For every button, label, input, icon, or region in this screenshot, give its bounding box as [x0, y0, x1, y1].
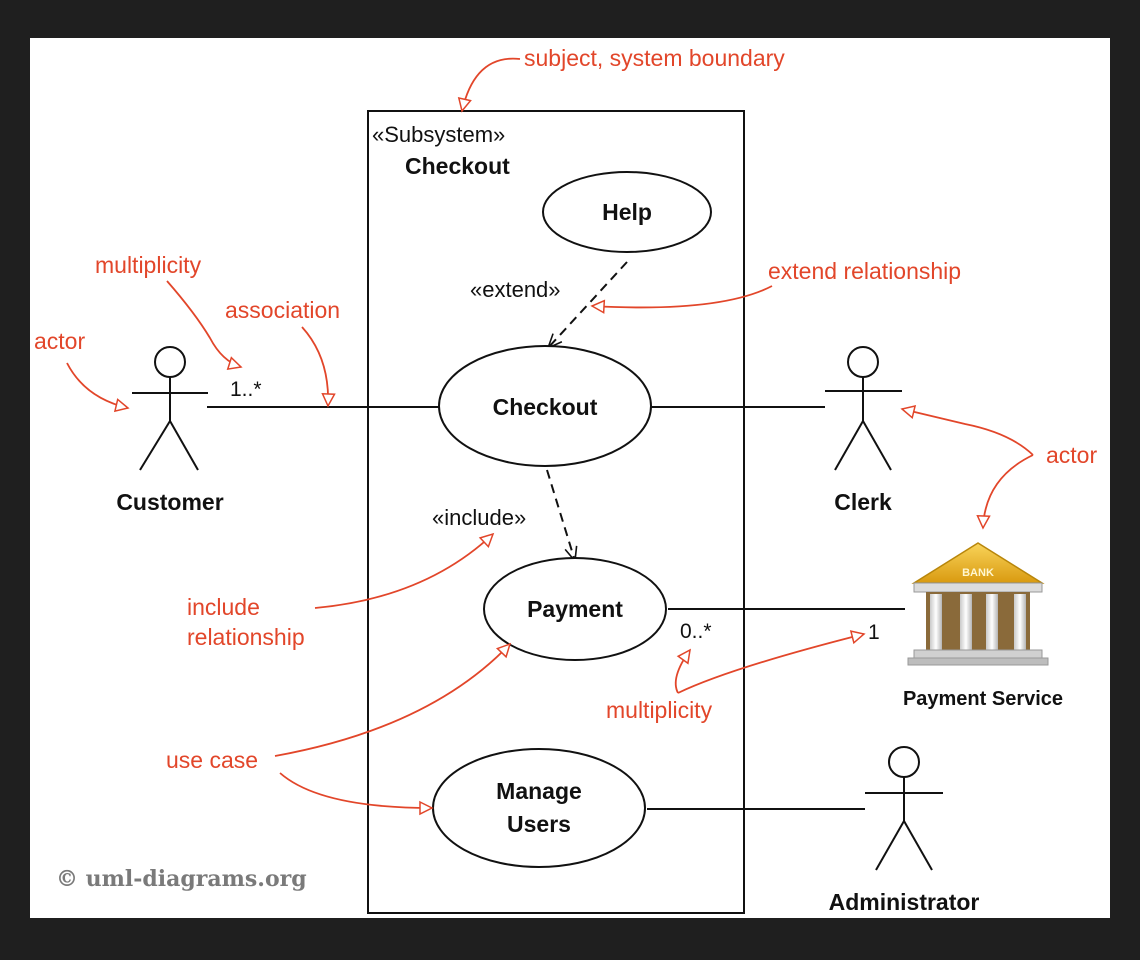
multiplicity-customer: 1..* — [230, 378, 262, 401]
include-arrow — [546, 469, 575, 561]
use-case-manage-users-shape — [432, 748, 646, 868]
use-case-help-shape — [542, 171, 712, 253]
annotation-actor-right-arrow-clerk — [900, 404, 1034, 456]
annotation-multiplicity-top: multiplicity — [95, 252, 202, 278]
annotation-use-case-arrow-manage — [279, 772, 434, 816]
annotation-actor-left-arrow — [66, 362, 130, 413]
use-case-manage-users-line1: Manage — [496, 778, 582, 804]
annotation-include-arrow — [314, 532, 495, 609]
use-case-manage-users: Manage Users — [432, 748, 646, 868]
use-case-payment-label: Payment — [527, 596, 623, 622]
watermark: © uml-diagrams.org — [56, 866, 307, 892]
actor-administrator-icon — [865, 746, 943, 871]
annotation-actor-right: actor — [1046, 442, 1097, 468]
annotation-multiplicity-bottom: multiplicity — [606, 697, 713, 723]
use-case-help-label: Help — [602, 199, 652, 225]
actor-administrator-label: Administrator — [829, 889, 980, 915]
annotation-actor-left: actor — [34, 328, 85, 354]
bank-icon: BANK — [907, 542, 1049, 666]
actor-payment-service-label: Payment Service — [903, 688, 1063, 710]
use-case-payment: Payment — [483, 557, 667, 661]
actor-clerk-icon — [825, 346, 902, 471]
subsystem-name: Checkout — [405, 153, 510, 179]
annotation-multiplicity-bottom-arrow-left — [674, 648, 691, 694]
use-case-payment-shape — [483, 557, 667, 661]
annotation-multiplicity-bottom-arrow-right — [677, 630, 866, 694]
annotation-use-case: use case — [166, 747, 258, 773]
subsystem-stereotype: «Subsystem» — [372, 122, 505, 147]
use-case-checkout-label: Checkout — [493, 394, 598, 420]
annotation-association: association — [225, 297, 340, 323]
multiplicity-service: 1 — [868, 621, 880, 644]
annotation-use-case-arrow-payment — [274, 642, 512, 757]
annotation-extend-relationship-arrow — [590, 285, 773, 314]
include-label: «include» — [432, 505, 526, 530]
bank-sign: BANK — [962, 567, 994, 579]
annotation-include-line1: include — [187, 594, 260, 620]
annotation-extend-relationship: extend relationship — [768, 258, 961, 284]
use-case-checkout-shape — [438, 345, 652, 467]
actor-customer-label: Customer — [116, 489, 223, 515]
subsystem-boundary — [367, 110, 745, 914]
extend-arrow — [548, 261, 628, 348]
annotation-multiplicity-top-arrow — [166, 280, 243, 371]
actor-clerk-label: Clerk — [834, 489, 892, 515]
multiplicity-payment: 0..* — [680, 620, 712, 643]
use-case-diagram: «Subsystem» Checkout Help Checkout Payme… — [34, 45, 1097, 915]
use-case-help: Help — [542, 171, 712, 253]
annotation-subject-boundary: subject, system boundary — [524, 45, 785, 71]
annotation-include-line2: relationship — [187, 624, 305, 650]
use-case-checkout: Checkout — [438, 345, 652, 467]
extend-label: «extend» — [470, 277, 561, 302]
annotation-subject-boundary-arrow — [457, 57, 521, 113]
use-case-manage-users-line2: Users — [507, 811, 571, 837]
annotation-actor-right-arrow-bank — [976, 454, 1034, 530]
diagram-canvas: «Subsystem» Checkout Help Checkout Payme… — [30, 38, 1110, 918]
actor-customer-icon — [132, 346, 208, 471]
annotation-association-arrow — [301, 326, 336, 408]
